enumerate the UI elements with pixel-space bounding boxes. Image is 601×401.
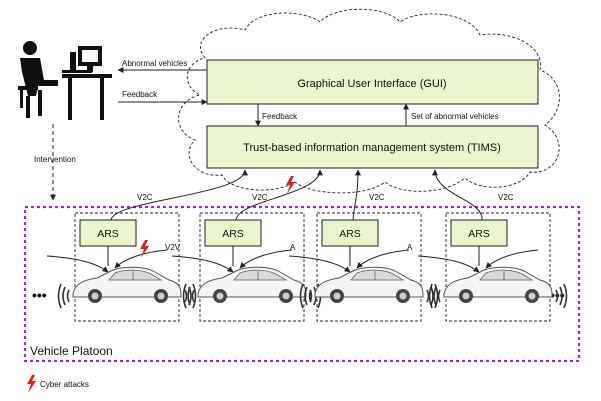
signal-wave-icon bbox=[428, 283, 441, 309]
cloud-outline bbox=[178, 8, 560, 194]
feedback-left-label: Feedback bbox=[122, 90, 158, 99]
car-icon bbox=[197, 266, 307, 304]
car-icon bbox=[443, 266, 553, 304]
intervention-label: Intervention bbox=[34, 155, 76, 164]
lightning-bolt-icon bbox=[140, 240, 149, 258]
user-at-computer-icon bbox=[18, 41, 112, 120]
signal-wave-icon bbox=[57, 283, 70, 309]
v2c-arrow bbox=[352, 169, 361, 221]
v2v-curve-right bbox=[239, 249, 293, 269]
vehicle-platoon-label: Vehicle Platoon bbox=[30, 344, 113, 358]
vehicle-dashed-box bbox=[74, 212, 180, 322]
v2v-curve-left bbox=[171, 255, 234, 273]
side-label: V2V bbox=[165, 243, 181, 252]
vehicle-dashed-box bbox=[445, 212, 551, 322]
vehicle-unit-2: ARS V2C A bbox=[171, 169, 323, 322]
ars-box bbox=[450, 219, 508, 247]
car-icon bbox=[314, 266, 424, 304]
side-label: A bbox=[407, 243, 413, 252]
tims-label: Trust-based information management syste… bbox=[243, 142, 501, 154]
vehicle-platoon-border bbox=[23, 205, 581, 363]
tims-box bbox=[206, 125, 539, 169]
gui-label: Graphical User Interface (GUI) bbox=[297, 78, 446, 90]
v2v-curve-right bbox=[485, 249, 539, 269]
v2c-label: V2C bbox=[498, 193, 514, 202]
ars-box bbox=[204, 219, 262, 247]
vehicle-dashed-box bbox=[316, 212, 422, 322]
v2c-arrow bbox=[235, 169, 323, 221]
v2v-curve-right bbox=[114, 249, 168, 269]
ars-label: ARS bbox=[339, 228, 361, 240]
vehicle-dashed-box bbox=[199, 212, 305, 322]
v2v-curve-left bbox=[417, 255, 480, 273]
v2c-label: V2C bbox=[369, 193, 385, 202]
car-icon bbox=[72, 266, 182, 304]
v2v-curve-right bbox=[356, 249, 410, 269]
legend: Cyber attacks bbox=[27, 375, 89, 393]
vehicles-group: ARS V2C V2V ARS V2C A ARS V2C A ARS V2C bbox=[46, 169, 568, 322]
v2v-curve-left bbox=[46, 255, 109, 273]
abnormal-vehicles-label: Abnormal vehicles bbox=[122, 59, 187, 68]
v2c-label: V2C bbox=[137, 193, 153, 202]
v2c-arrow bbox=[110, 169, 248, 221]
side-label: A bbox=[290, 243, 296, 252]
ars-label: ARS bbox=[222, 228, 244, 240]
ars-label: ARS bbox=[97, 228, 119, 240]
lightning-bolt-icon bbox=[27, 375, 36, 393]
gui-box bbox=[206, 59, 539, 105]
ellipsis-left: ••• bbox=[32, 287, 47, 303]
v2c-arrow bbox=[432, 169, 483, 221]
vehicle-unit-4: ARS V2C bbox=[417, 169, 568, 322]
v2v-curve-left bbox=[288, 255, 351, 273]
ars-box bbox=[321, 219, 379, 247]
set-abnormal-label: Set of abnormal vehicles bbox=[411, 112, 499, 121]
vehicle-unit-3: ARS V2C A bbox=[288, 169, 439, 322]
vehicle-unit-1: ARS V2C V2V bbox=[46, 169, 248, 322]
feedback-mid-label: Feedback bbox=[262, 112, 298, 121]
legend-label: Cyber attacks bbox=[40, 380, 89, 389]
v2c-label: V2C bbox=[252, 193, 268, 202]
ars-label: ARS bbox=[468, 228, 490, 240]
